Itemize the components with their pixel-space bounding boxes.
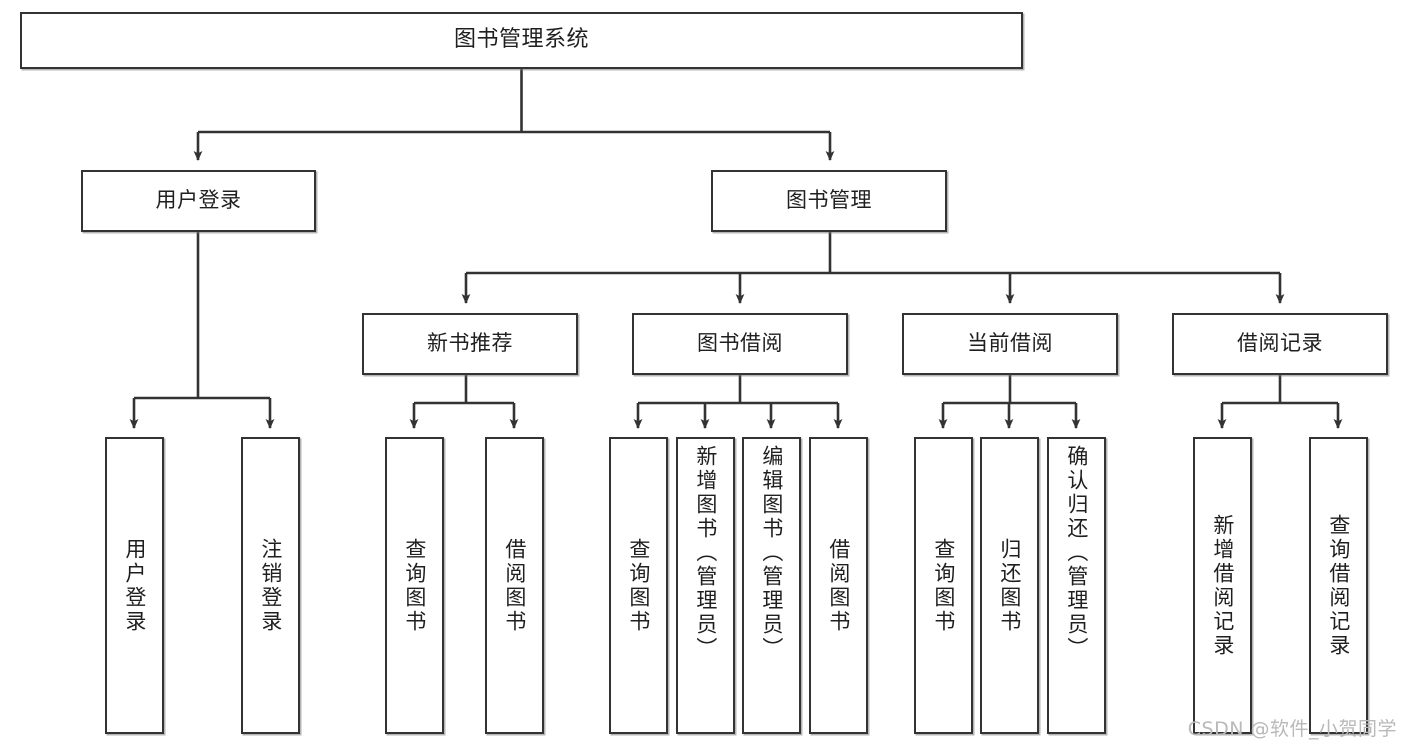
- leaf-edit-book[interactable]: 编辑图书（管理员）: [742, 437, 801, 734]
- node-label: 查询图书: [402, 537, 427, 634]
- watermark-text: CSDN @软件_小贺同学: [1187, 718, 1397, 740]
- node-label: 图书借阅: [697, 331, 783, 356]
- node-root-system[interactable]: 图书管理系统: [20, 12, 1023, 69]
- node-label: 图书管理: [786, 188, 872, 213]
- node-label: 新增借阅记录: [1210, 513, 1235, 658]
- node-current-borrow[interactable]: 当前借阅: [902, 313, 1118, 375]
- node-label: 注销登录: [258, 537, 283, 634]
- leaf-logout[interactable]: 注销登录: [241, 437, 300, 734]
- node-new-book-rec[interactable]: 新书推荐: [362, 313, 578, 375]
- node-book-manage[interactable]: 图书管理: [711, 170, 947, 232]
- leaf-borrow-book-1[interactable]: 借阅图书: [485, 437, 544, 734]
- node-label: 确认归还（管理员）: [1064, 445, 1089, 661]
- leaf-confirm-return[interactable]: 确认归还（管理员）: [1047, 437, 1106, 734]
- node-label: 图书管理系统: [453, 27, 589, 53]
- node-label: 当前借阅: [967, 331, 1053, 356]
- node-label: 查询借阅记录: [1326, 513, 1351, 658]
- node-label: 借阅图书: [502, 537, 527, 634]
- leaf-return-book[interactable]: 归还图书: [980, 437, 1039, 734]
- node-label: 用户登录: [155, 188, 242, 213]
- node-label: 编辑图书（管理员）: [759, 445, 784, 661]
- node-borrow-record[interactable]: 借阅记录: [1172, 313, 1388, 375]
- node-label: 归还图书: [997, 537, 1022, 634]
- node-user-login[interactable]: 用户登录: [81, 170, 316, 232]
- leaf-query-book-2[interactable]: 查询图书: [609, 437, 668, 734]
- leaf-borrow-book-2[interactable]: 借阅图书: [809, 437, 868, 734]
- leaf-query-record[interactable]: 查询借阅记录: [1309, 437, 1368, 734]
- node-label: 借阅记录: [1237, 331, 1323, 356]
- node-label: 查询图书: [626, 537, 651, 634]
- node-label: 查询图书: [931, 537, 956, 634]
- leaf-query-book-1[interactable]: 查询图书: [385, 437, 444, 734]
- leaf-query-book-3[interactable]: 查询图书: [914, 437, 973, 734]
- node-label: 新书推荐: [427, 331, 513, 356]
- leaf-add-book[interactable]: 新增图书（管理员）: [676, 437, 735, 734]
- leaf-add-record[interactable]: 新增借阅记录: [1193, 437, 1252, 734]
- node-label: 借阅图书: [826, 537, 851, 634]
- node-label: 用户登录: [122, 537, 147, 634]
- node-book-borrow[interactable]: 图书借阅: [632, 313, 848, 375]
- leaf-user-login[interactable]: 用户登录: [105, 437, 164, 734]
- node-label: 新增图书（管理员）: [693, 445, 718, 661]
